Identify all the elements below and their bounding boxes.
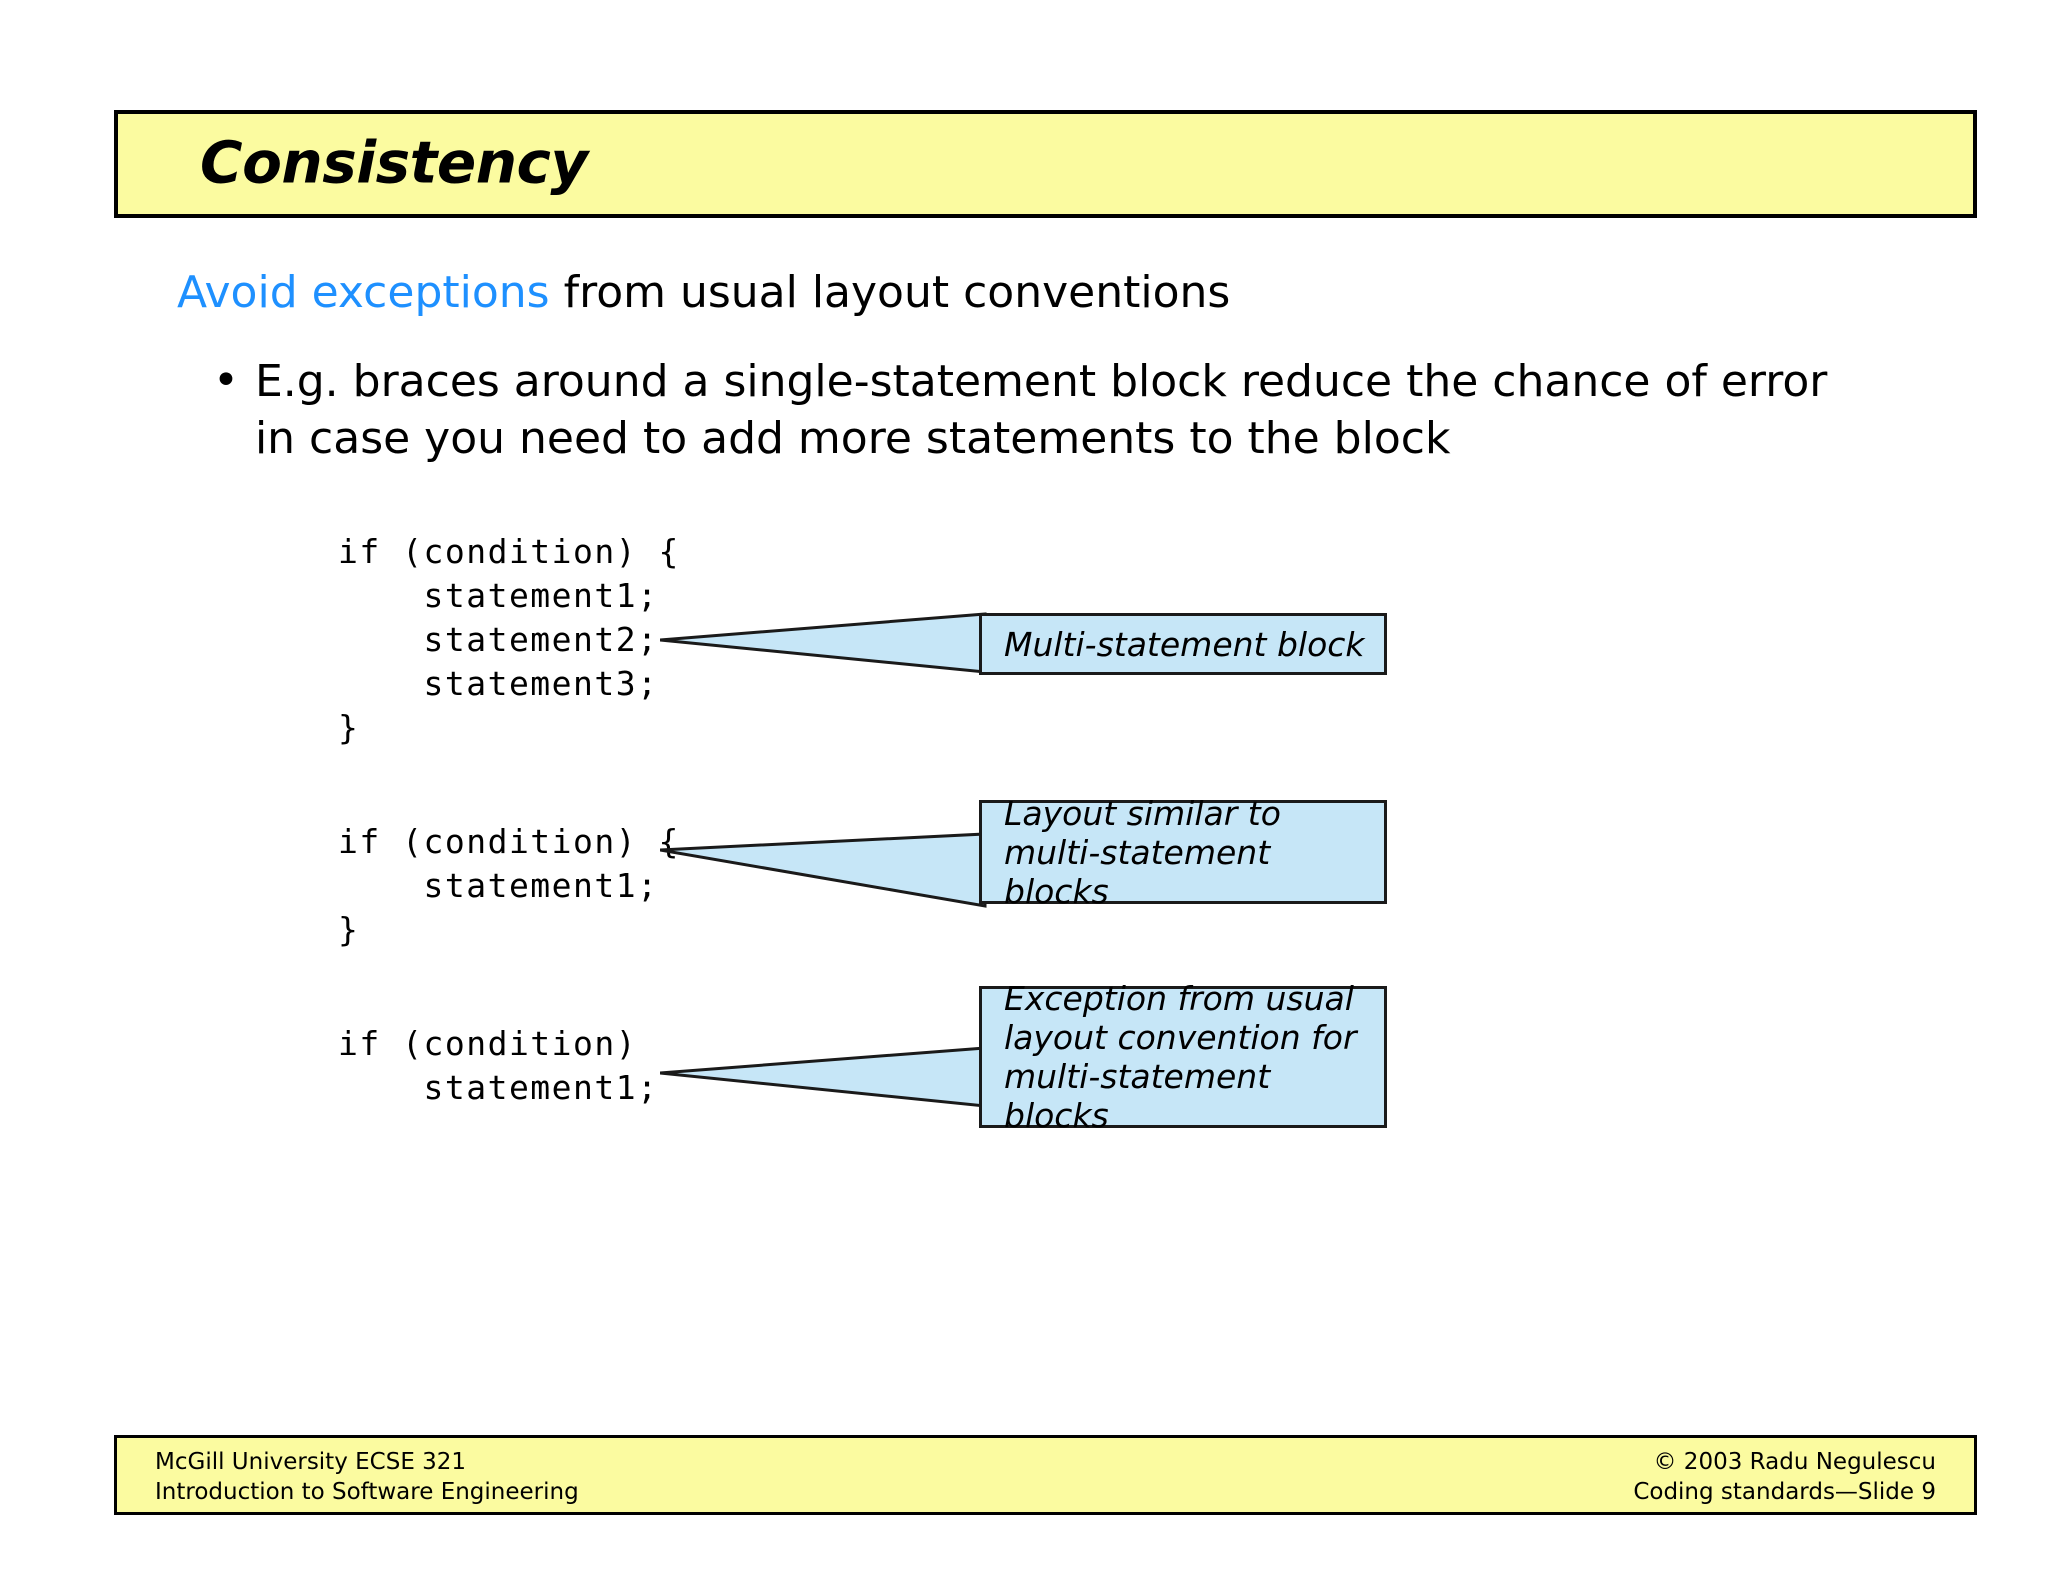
list-item: • E.g. braces around a single-statement … — [213, 353, 1913, 467]
code-line: statement1; — [338, 866, 659, 905]
footer-left: McGill University ECSE 321 Introduction … — [155, 1447, 579, 1507]
code-line: statement3; — [338, 664, 659, 703]
callout-exception-note: Exception from usual layout convention f… — [979, 979, 1387, 1135]
code-line: if (condition) { — [338, 822, 680, 861]
callout-tail-3 — [660, 1046, 987, 1108]
code-line: if (condition) { — [338, 532, 680, 571]
callout-text: Exception from usual layout convention f… — [1004, 979, 1357, 1135]
footer-course-name: Introduction to Software Engineering — [155, 1479, 579, 1505]
code-line: statement2; — [338, 620, 659, 659]
lead-rest-text: from usual layout conventions — [549, 267, 1231, 318]
bullet-list: • E.g. braces around a single-statement … — [213, 353, 1913, 467]
code-line: } — [338, 708, 360, 747]
callout-tail-1 — [660, 612, 987, 674]
lead-paragraph: Avoid exceptions from usual layout conve… — [177, 267, 1230, 318]
page-title: Consistency — [200, 128, 588, 197]
code-sample-multi-statement: if (condition) { statement1; statement2;… — [338, 530, 680, 750]
code-sample-single-statement-braced: if (condition) { statement1; } — [338, 820, 680, 952]
callout-layout-similar: Layout similar to multi-statement blocks — [979, 794, 1387, 911]
bullet-text: E.g. braces around a single-statement bl… — [254, 356, 1828, 464]
callout-tail-2 — [660, 832, 987, 908]
code-line: statement1; — [338, 1068, 659, 1107]
code-sample-single-statement-unbraced: if (condition) statement1; — [338, 1022, 659, 1110]
callout-text: Layout similar to multi-statement blocks — [1004, 793, 1281, 911]
callout-text: Multi-statement block — [1004, 624, 1365, 664]
footer-slide-number: Coding standards—Slide 9 — [1633, 1479, 1936, 1505]
code-line: statement1; — [338, 576, 659, 615]
code-line: } — [338, 910, 360, 949]
callout-multi-statement-block: Multi-statement block — [979, 613, 1387, 675]
bullet-marker-icon: • — [213, 355, 239, 406]
footer-copyright: © 2003 Radu Negulescu — [1653, 1449, 1937, 1475]
lead-accent-text: Avoid exceptions — [177, 267, 550, 318]
footer-course-institution: McGill University ECSE 321 — [155, 1449, 467, 1475]
code-line: if (condition) — [338, 1024, 638, 1063]
slide-title-banner: Consistency — [114, 110, 1977, 218]
slide-footer-banner: McGill University ECSE 321 Introduction … — [114, 1435, 1977, 1515]
footer-right: © 2003 Radu Negulescu Coding standards—S… — [1633, 1447, 1936, 1507]
